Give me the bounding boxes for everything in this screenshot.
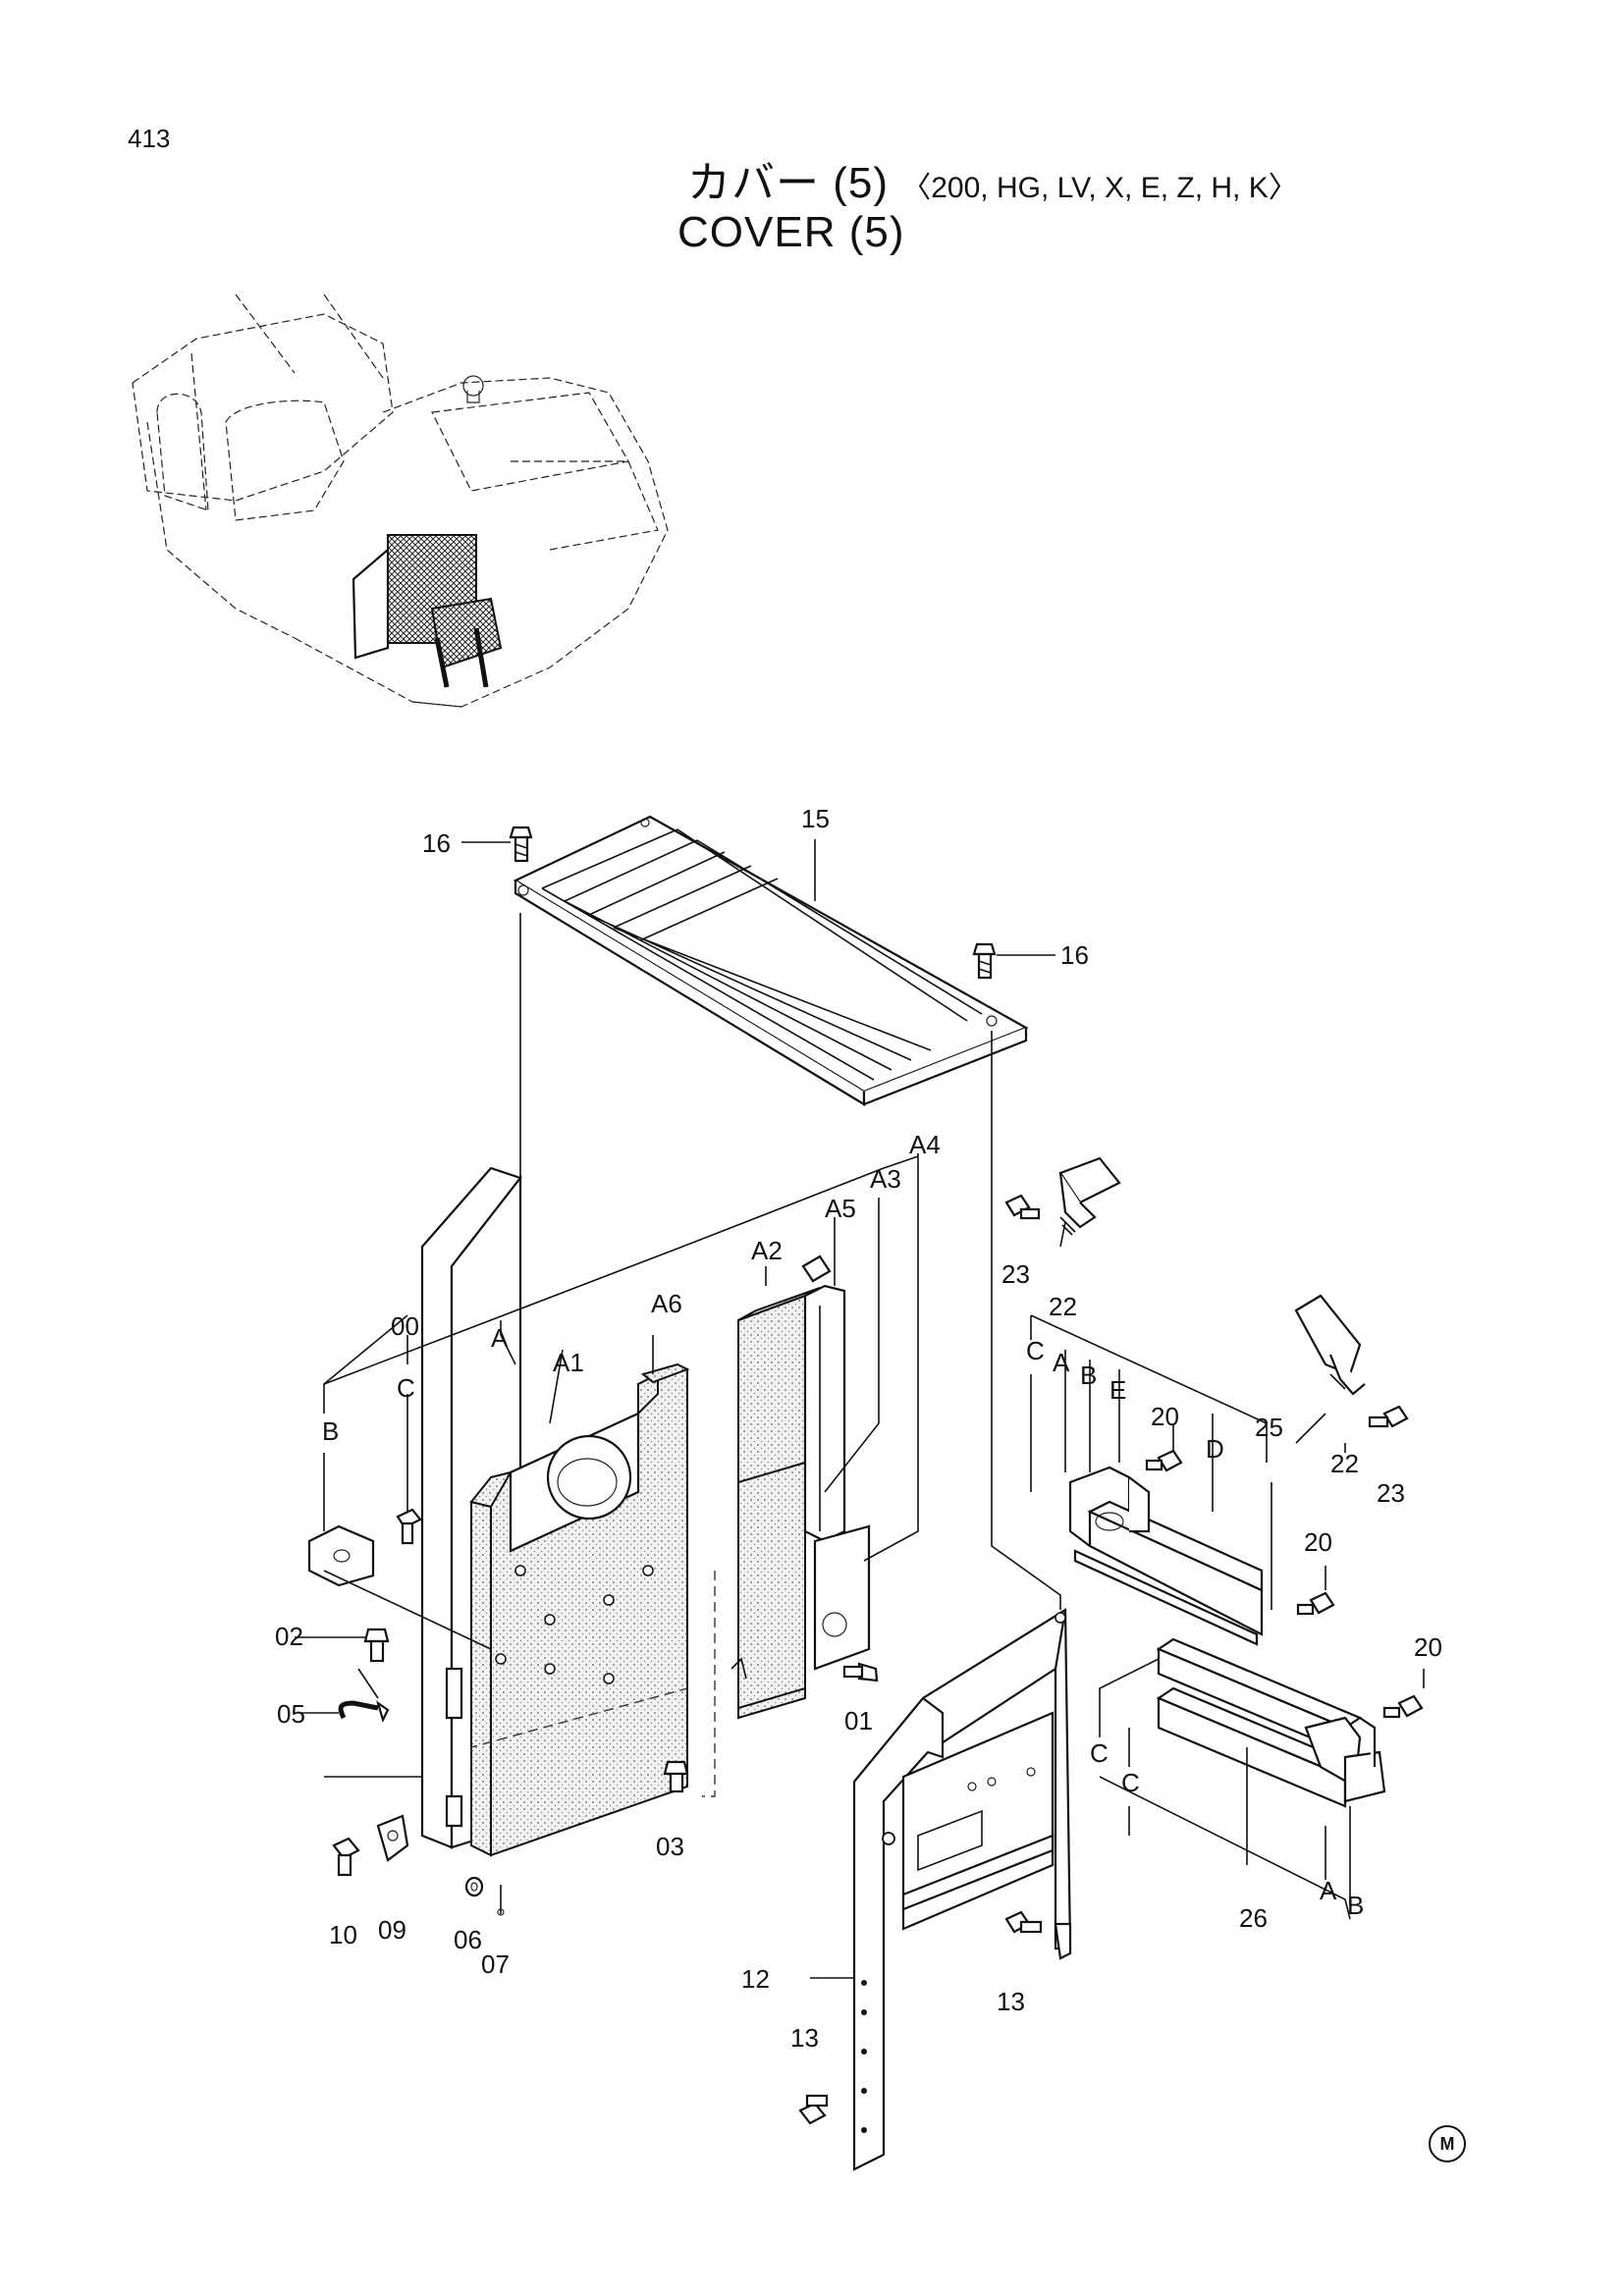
callout-13-lower: 13 bbox=[790, 2023, 819, 2053]
bracket-part-b bbox=[307, 1524, 375, 1587]
plate-09 bbox=[376, 1814, 409, 1862]
callout-09: 09 bbox=[378, 1915, 406, 1945]
label-A5: A5 bbox=[825, 1194, 856, 1223]
callout-23-lower: 23 bbox=[1377, 1478, 1405, 1508]
hook-05 bbox=[338, 1700, 390, 1723]
label-B-right-1: B bbox=[1080, 1361, 1097, 1390]
callout-22-upper: 22 bbox=[1049, 1292, 1077, 1321]
bolt-16-left bbox=[509, 826, 533, 863]
callout-20-c: 20 bbox=[1414, 1632, 1442, 1662]
callout-07: 07 bbox=[481, 1949, 510, 1979]
callout-12: 12 bbox=[741, 1964, 770, 1994]
callout-22-lower: 22 bbox=[1330, 1449, 1359, 1478]
clip-22-upper bbox=[1058, 1156, 1121, 1236]
label-C-right-1: C bbox=[1026, 1336, 1045, 1365]
callout-10: 10 bbox=[329, 1920, 357, 1949]
page-title-english: COVER (5) bbox=[677, 208, 905, 256]
seal-pieces-a2-a5 bbox=[702, 1255, 871, 1797]
callout-02: 02 bbox=[275, 1622, 303, 1651]
page-title-japanese: カバー (5) 〈200, HG, LV, X, E, Z, H, K〉 bbox=[687, 147, 1298, 210]
callout-23-upper: 23 bbox=[1001, 1259, 1030, 1289]
callout-20-b: 20 bbox=[1304, 1527, 1332, 1557]
label-A4: A4 bbox=[909, 1130, 941, 1159]
label-E-right-1: E bbox=[1109, 1375, 1126, 1405]
label-B-right-2: B bbox=[1347, 1891, 1364, 1920]
grille-cover-15 bbox=[513, 815, 1029, 1106]
washer-06 bbox=[464, 1876, 484, 1897]
title-japanese-text: カバー (5) bbox=[687, 159, 889, 207]
bolt-16-right bbox=[972, 942, 997, 980]
page-number: 413 bbox=[128, 124, 171, 153]
callout-20-a: 20 bbox=[1151, 1402, 1179, 1431]
callout-16-left: 16 bbox=[422, 828, 451, 858]
side-panel-assembly bbox=[420, 1166, 690, 1857]
callout-25: 25 bbox=[1255, 1413, 1283, 1442]
excavator-location-thumbnail bbox=[132, 294, 669, 708]
bolt-20-c bbox=[1382, 1694, 1424, 1719]
label-D-right-1: D bbox=[1206, 1434, 1224, 1464]
label-A-right-1: A bbox=[1053, 1348, 1070, 1377]
clip-22-lower bbox=[1294, 1294, 1366, 1396]
bracket-26 bbox=[1156, 1637, 1386, 1808]
callout-16-right: 16 bbox=[1060, 940, 1089, 970]
bolt-02 bbox=[363, 1628, 390, 1663]
callout-06: 06 bbox=[454, 1925, 482, 1954]
label-A6: A6 bbox=[651, 1289, 682, 1318]
callout-13-right: 13 bbox=[997, 1987, 1025, 2016]
bolt-23-lower bbox=[1368, 1405, 1409, 1428]
bracket-25 bbox=[1068, 1466, 1264, 1646]
label-A2: A2 bbox=[751, 1236, 783, 1265]
label-C-left: C bbox=[397, 1373, 415, 1403]
front-frame-12 bbox=[852, 1608, 1072, 2171]
callout-05: 05 bbox=[277, 1699, 305, 1729]
label-A1: A1 bbox=[553, 1348, 584, 1377]
label-A-left: A bbox=[491, 1323, 509, 1353]
callout-26: 26 bbox=[1239, 1903, 1268, 1933]
callout-03: 03 bbox=[656, 1832, 684, 1861]
pin-07 bbox=[497, 1885, 505, 1916]
bolt-13-right bbox=[1004, 1910, 1043, 1934]
label-A3: A3 bbox=[870, 1164, 901, 1194]
label-A-right-2: A bbox=[1320, 1876, 1337, 1905]
bolt-c bbox=[396, 1508, 422, 1545]
callout-01: 01 bbox=[844, 1706, 873, 1735]
bolt-01 bbox=[842, 1662, 879, 1682]
label-C-right-3: C bbox=[1121, 1768, 1140, 1797]
bolt-20-b bbox=[1296, 1591, 1335, 1616]
bolt-10 bbox=[332, 1837, 360, 1877]
callout-00: 00 bbox=[391, 1311, 419, 1341]
bolt-03 bbox=[663, 1760, 689, 1793]
callout-labels: 16 15 16 00 23 22 20 25 22 23 20 20 02 0… bbox=[275, 804, 1442, 2053]
corner-marker-badge: M bbox=[1429, 2125, 1466, 2163]
label-C-right-2: C bbox=[1090, 1738, 1109, 1768]
label-B-left: B bbox=[322, 1416, 339, 1446]
model-variants: 〈200, HG, LV, X, E, Z, H, K〉 bbox=[901, 172, 1298, 204]
callout-15: 15 bbox=[801, 804, 830, 833]
bolt-13-lower bbox=[798, 2094, 829, 2125]
bolt-20-a bbox=[1145, 1449, 1183, 1472]
bolt-23-upper bbox=[1004, 1194, 1041, 1220]
